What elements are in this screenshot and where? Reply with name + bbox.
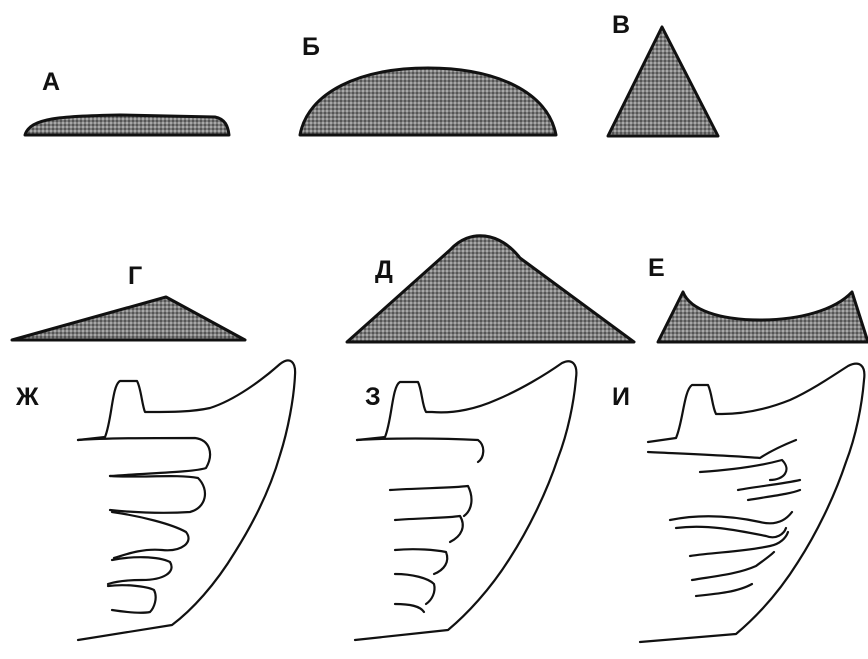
label-b: Б	[302, 33, 320, 61]
outline-z	[355, 361, 576, 640]
label-e: Е	[648, 254, 665, 282]
shape-g-skewed-triangle	[12, 297, 245, 340]
label-zh: Ж	[15, 383, 39, 411]
shape-d-bell	[347, 236, 634, 342]
shape-b-dome	[300, 68, 556, 135]
label-d: Д	[375, 256, 393, 284]
label-i: И	[612, 383, 630, 411]
shape-v-triangle	[608, 27, 718, 136]
shape-a-flat-lens	[25, 115, 229, 135]
shape-e-concave	[658, 292, 868, 342]
outline-i	[640, 364, 864, 642]
outline-zh	[78, 360, 295, 640]
label-z: З	[365, 383, 381, 411]
label-g: Г	[128, 262, 142, 290]
label-a: А	[42, 68, 60, 96]
label-v: В	[612, 11, 630, 39]
